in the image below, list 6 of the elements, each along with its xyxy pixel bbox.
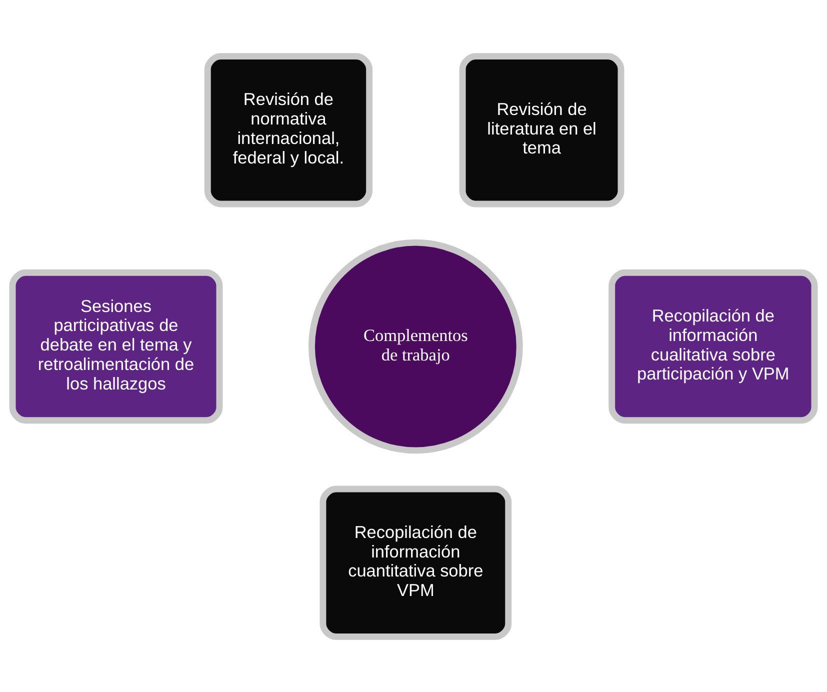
node-box: Recopilación de información cualitativa sobre participación y VPM — [608, 268, 818, 424]
node-box: Sesiones participativas de debate en el tema y retroalimentación de los hallazgos — [9, 268, 223, 424]
node-circle: Complementos de trabajo — [308, 238, 523, 454]
node-box: Revisión de normativa internacional, federal y local. — [204, 52, 373, 207]
node-box: Recopilación de información cuantitativa sobre VPM — [320, 485, 512, 640]
node-box: Revisión de literatura en el tema — [459, 52, 624, 207]
